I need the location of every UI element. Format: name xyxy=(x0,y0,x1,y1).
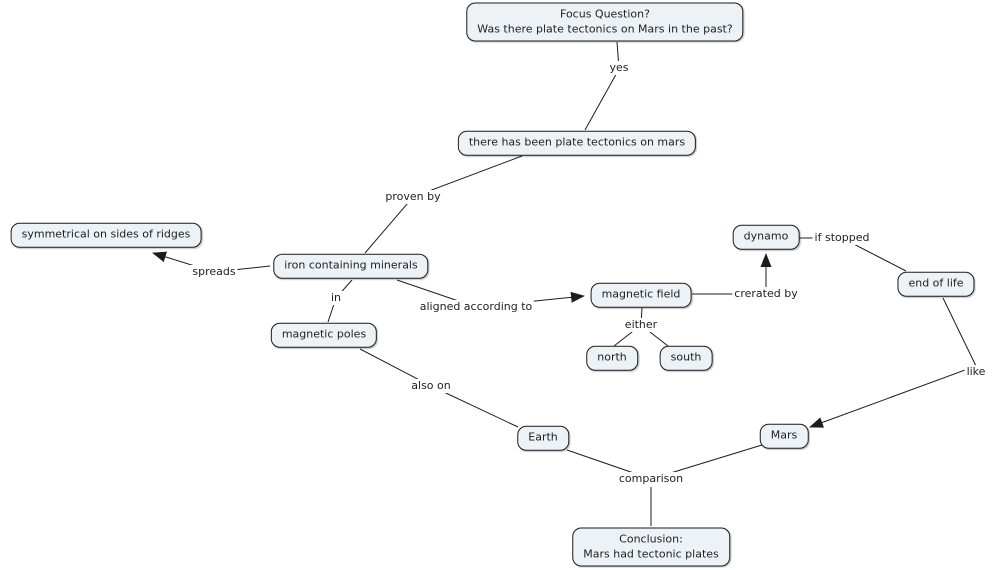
node-north[interactable]: north xyxy=(586,345,638,371)
node-mars[interactable]: Mars xyxy=(759,423,809,449)
link-label-created-by[interactable]: crerated by xyxy=(732,287,800,301)
link-label-spreads[interactable]: spreads xyxy=(190,265,238,279)
node-iron-minerals[interactable]: iron containing minerals xyxy=(273,253,429,279)
node-dynamo[interactable]: dynamo xyxy=(732,224,800,250)
link-label-also-on[interactable]: also on xyxy=(409,379,453,393)
link-label-in[interactable]: in xyxy=(328,291,344,305)
node-plate-tectonics-mars[interactable]: there has been plate tectonics on mars xyxy=(457,130,697,156)
node-end-of-life[interactable]: end of life xyxy=(897,271,975,297)
node-south[interactable]: south xyxy=(659,345,713,371)
node-focus-question[interactable]: Focus Question? Was there plate tectonic… xyxy=(466,2,744,42)
link-label-aligned-according-to[interactable]: aligned according to xyxy=(417,300,535,314)
node-magnetic-poles[interactable]: magnetic poles xyxy=(270,322,378,348)
link-label-if-stopped[interactable]: if stopped xyxy=(812,231,872,245)
link-label-proven-by[interactable]: proven by xyxy=(383,190,443,204)
node-symmetrical-ridges[interactable]: symmetrical on sides of ridges xyxy=(10,222,202,248)
link-label-either[interactable]: either xyxy=(622,318,660,332)
link-label-yes[interactable]: yes xyxy=(607,61,631,75)
edge-yes xyxy=(584,41,620,131)
node-conclusion[interactable]: Conclusion: Mars had tectonic plates xyxy=(572,527,730,567)
link-label-comparison[interactable]: comparison xyxy=(616,472,686,486)
edge-like xyxy=(809,297,977,428)
node-magnetic-field[interactable]: magnetic field xyxy=(590,282,692,308)
edge-proven-by xyxy=(364,155,523,254)
link-label-like[interactable]: like xyxy=(964,365,988,379)
node-earth[interactable]: Earth xyxy=(517,425,569,451)
